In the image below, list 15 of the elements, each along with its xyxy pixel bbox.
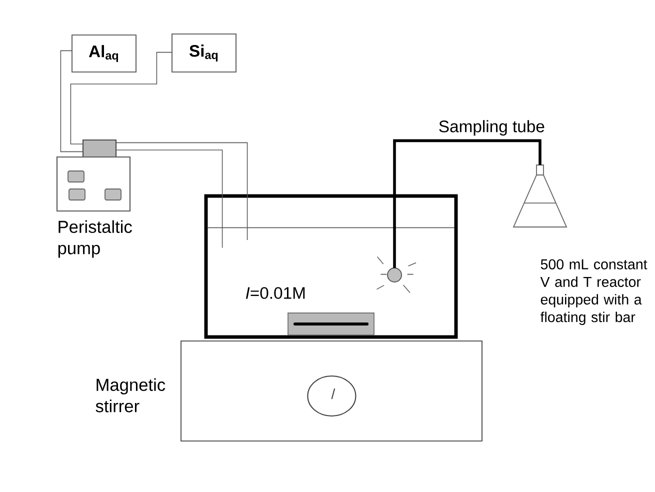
sampling-probe xyxy=(387,268,402,282)
solution-box: Al$_{aq}$ xyxy=(71,34,137,73)
tube xyxy=(116,142,248,240)
solution-box: Si$_{aq}$ xyxy=(171,33,237,73)
sampling-tube xyxy=(393,139,542,268)
reactor-vessel: I=0.01M xyxy=(204,194,458,339)
tube xyxy=(60,50,84,152)
edge-label: Sampling tube xyxy=(439,120,544,136)
tube xyxy=(116,150,223,248)
pump-label: Peristaltic pump xyxy=(58,220,132,258)
stirrer-label: Magnetic stirrer xyxy=(96,378,166,412)
tube xyxy=(70,52,172,144)
flask xyxy=(512,164,568,228)
note-text: 500 mL constant V and T reactor equipped with a floating stir bar xyxy=(540,259,648,325)
pump-head xyxy=(82,139,117,158)
